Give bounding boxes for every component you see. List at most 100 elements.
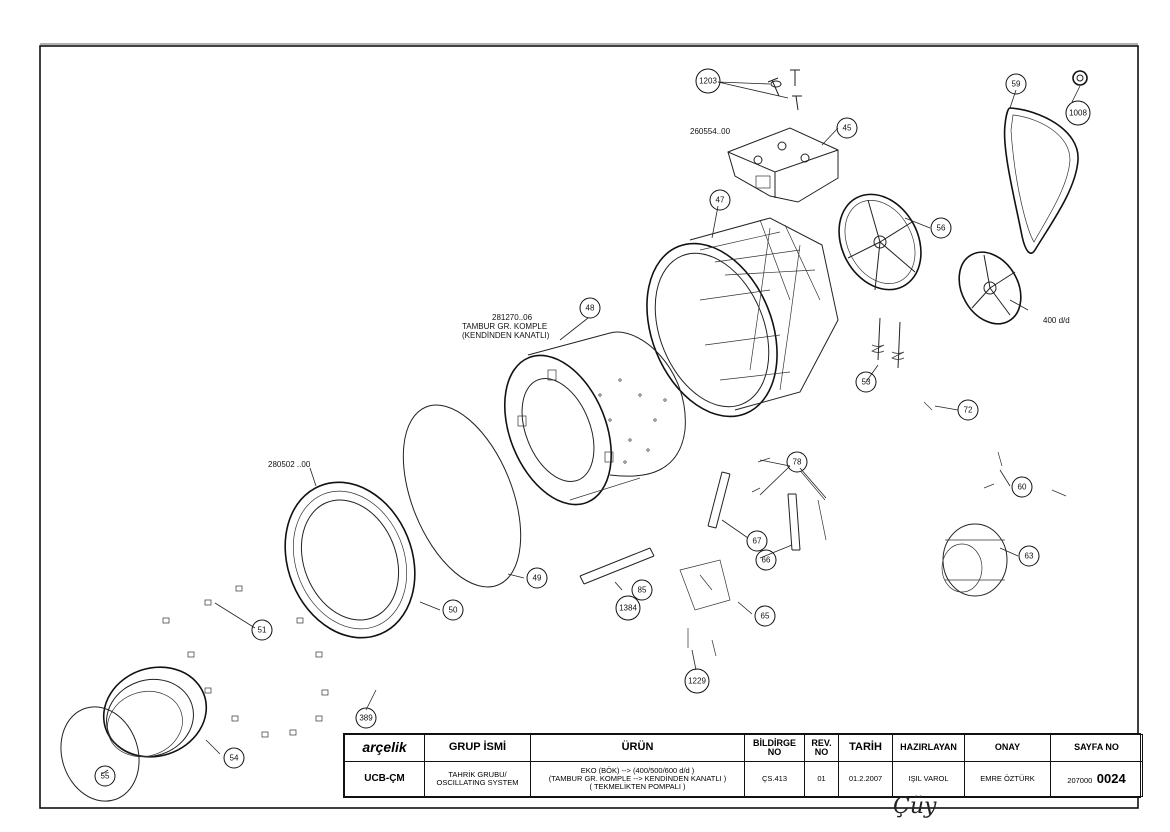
callout-48: 48 xyxy=(579,297,601,319)
leader-lines xyxy=(101,81,1081,775)
fixing-clips xyxy=(162,585,329,738)
door-bellow-clamp xyxy=(60,706,140,802)
callout-label: 66 xyxy=(762,556,771,565)
callout-1008: 1008 xyxy=(1065,100,1091,126)
product-line1: EKO (BÖK) --> (400/500/600 d/d ) xyxy=(580,766,695,776)
note-260554: 260554..00 xyxy=(690,127,731,136)
value-rev: 01 xyxy=(804,761,839,797)
callout-label: 78 xyxy=(793,458,802,467)
product-line3: ( TEKMELİKTEN POMPALI ) xyxy=(589,781,686,791)
pump-parts xyxy=(679,559,731,611)
callout-67: 67 xyxy=(746,530,768,552)
note-pulley-400: 400 d/d xyxy=(1043,316,1070,325)
drawing-frame xyxy=(39,45,1139,809)
callout-label: 54 xyxy=(230,754,239,763)
washing-tub xyxy=(646,217,839,418)
callout-label: 45 xyxy=(843,124,852,133)
callout-49: 49 xyxy=(526,567,548,589)
springs xyxy=(871,317,905,369)
callout-66: 66 xyxy=(755,549,777,571)
front-ring xyxy=(284,481,416,639)
header-group: GRUP İSMİ xyxy=(424,734,531,762)
counterweight-bracket xyxy=(727,127,839,203)
callout-label: 48 xyxy=(586,304,595,313)
header-page: SAYFA NO xyxy=(1050,734,1143,762)
callout-label: 63 xyxy=(1025,552,1034,561)
callout-78: 78 xyxy=(786,451,808,473)
callout-label: 49 xyxy=(533,574,542,583)
note-280502: 280502 ..00 xyxy=(268,460,311,469)
product-line2: (TAMBUR GR. KOMPLE --> KENDİNDEN KANATLI… xyxy=(548,774,727,784)
note-drum-code: 281270..06 xyxy=(492,313,533,322)
header-product: ÜRÜN xyxy=(530,734,745,762)
callout-label: 72 xyxy=(964,406,973,415)
header-bildirge: BİLDİRGE NO xyxy=(744,734,805,762)
callout-label: 47 xyxy=(716,196,725,205)
drum-spider-flange xyxy=(838,193,922,291)
screws-1203 xyxy=(767,69,802,111)
callout-85: 85 xyxy=(631,579,653,601)
header-approval: ONAY xyxy=(964,734,1051,762)
callout-label: 65 xyxy=(761,612,770,621)
note-drum-line1: TAMBUR GR. KOMPLE xyxy=(462,322,547,331)
callout-label: 1008 xyxy=(1069,109,1087,118)
motor xyxy=(941,523,1008,597)
callout-label: 389 xyxy=(359,714,373,723)
page-prefix: 207000 xyxy=(1067,775,1093,785)
handwritten-signature: Çüy xyxy=(893,794,937,819)
callout-label: 51 xyxy=(258,626,267,635)
callout-label: 59 xyxy=(1012,80,1021,89)
callout-label: 1203 xyxy=(699,77,717,86)
pulley-nut xyxy=(1072,70,1088,86)
callout-label: 67 xyxy=(753,537,762,546)
value-page: 207000 0024 xyxy=(1050,761,1143,797)
callout-47: 47 xyxy=(709,189,731,211)
value-date: 01.2.2007 xyxy=(838,761,893,797)
door-bellow xyxy=(102,666,208,758)
callout-label: 85 xyxy=(638,586,647,595)
shock-absorbers xyxy=(707,457,827,551)
pulley-400 xyxy=(958,251,1022,325)
callout-389: 389 xyxy=(355,707,377,729)
callout-label: 56 xyxy=(937,224,946,233)
callout-54: 54 xyxy=(223,747,245,769)
brand-logo: arçelik xyxy=(344,734,425,762)
drive-belt xyxy=(1003,107,1079,254)
callout-1229: 1229 xyxy=(684,668,710,694)
callout-55: 55 xyxy=(94,765,116,787)
header-prepared: HAZIRLAYAN xyxy=(892,734,965,762)
callout-72: 72 xyxy=(957,399,979,421)
callout-label: 60 xyxy=(1018,483,1027,492)
callout-label: 1229 xyxy=(688,677,706,686)
callout-label: 55 xyxy=(101,772,110,781)
callout-1203: 1203 xyxy=(695,68,721,94)
callout-59: 59 xyxy=(1005,73,1027,95)
tub-gasket-ring xyxy=(402,404,522,588)
value-approval: EMRE ÖZTÜRK xyxy=(964,761,1051,797)
value-bildirge: ÇS.413 xyxy=(744,761,805,797)
heater xyxy=(579,547,655,585)
value-prepared: IŞIL VAROL xyxy=(892,761,965,797)
misc-screws xyxy=(687,401,1067,657)
callout-51: 51 xyxy=(251,619,273,641)
callout-label: 50 xyxy=(449,606,458,615)
group-line2: OSCILLATING SYSTEM xyxy=(436,778,519,787)
header-rev: REV. NO xyxy=(804,734,839,762)
header-date: TARİH xyxy=(838,734,893,762)
callout-1384: 1384 xyxy=(615,595,641,621)
title-block: arçelik GRUP İSMİ ÜRÜN BİLDİRGE NO REV. … xyxy=(343,733,1143,798)
callout-65: 65 xyxy=(754,605,776,627)
value-code: UCB-ÇM xyxy=(344,761,425,797)
drum-assembly xyxy=(503,331,686,506)
page-number: 0024 xyxy=(1096,770,1126,786)
callout-60: 60 xyxy=(1011,476,1033,498)
note-drum-line2: (KENDİNDEN KANATLI) xyxy=(462,331,550,340)
group-line1: TAHRİK GRUBU/ xyxy=(448,770,507,780)
callout-45: 45 xyxy=(836,117,858,139)
value-product: EKO (BÖK) --> (400/500/600 d/d ) (TAMBUR… xyxy=(530,761,745,797)
callout-label: 1384 xyxy=(619,604,637,613)
callout-63: 63 xyxy=(1018,545,1040,567)
value-group: TAHRİK GRUBU/ OSCILLATING SYSTEM xyxy=(424,761,531,797)
